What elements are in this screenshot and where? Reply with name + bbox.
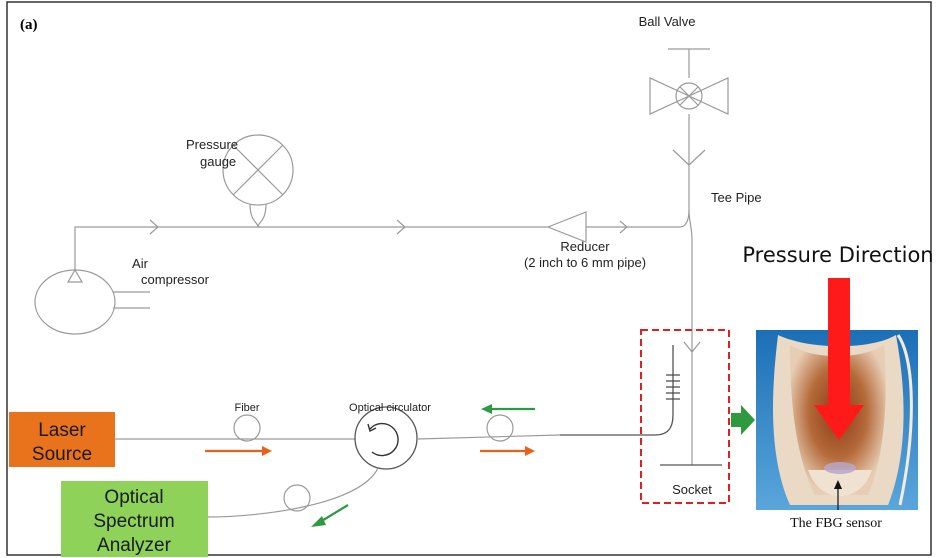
air-compressor-label-2: compressor: [141, 272, 210, 287]
pressure-gauge-label-2: gauge: [200, 154, 236, 169]
osa-label-2: Spectrum: [93, 511, 174, 532]
fiber-label: Fiber: [234, 402, 259, 414]
air-compressor: [35, 270, 150, 334]
reducer-label-1: Reducer: [560, 239, 610, 254]
tee-pipe: [680, 210, 689, 227]
socket-label: Socket: [672, 482, 712, 497]
osa-fiber: [208, 468, 378, 517]
ball-valve: [650, 49, 728, 210]
sensor-region-box: [641, 330, 729, 503]
panel-label: (a): [20, 17, 38, 33]
laser-label-2: Source: [32, 444, 92, 465]
to-osa-arrow: [320, 505, 348, 522]
fiber-loop-3: [284, 485, 310, 511]
fbg-grating: [560, 345, 680, 435]
laser-label-1: Laser: [38, 420, 86, 441]
fbg-sensor-caption: The FBG sensor: [790, 516, 882, 531]
optical-circulator: [355, 407, 417, 469]
fiber-loop-1: [234, 415, 260, 441]
tee-pipe-label: Tee Pipe: [711, 190, 762, 205]
pressure-direction-label: Pressure Direction: [742, 243, 933, 267]
ball-valve-label: Ball Valve: [639, 14, 696, 29]
osa-label-3: Analyzer: [97, 535, 172, 556]
compressor-pipe: [75, 227, 260, 270]
air-compressor-label-1: Air: [132, 256, 149, 271]
to-photo-arrow: [731, 405, 755, 435]
osa-label-1: Optical: [104, 487, 163, 508]
reducer-label-2: (2 inch to 6 mm pipe): [524, 255, 646, 270]
pressure-gauge-label-1: Pressure: [186, 137, 238, 152]
sensor-fiber: [417, 435, 560, 439]
reducer: [548, 212, 586, 242]
circulator-label: Optical circulator: [349, 402, 431, 414]
